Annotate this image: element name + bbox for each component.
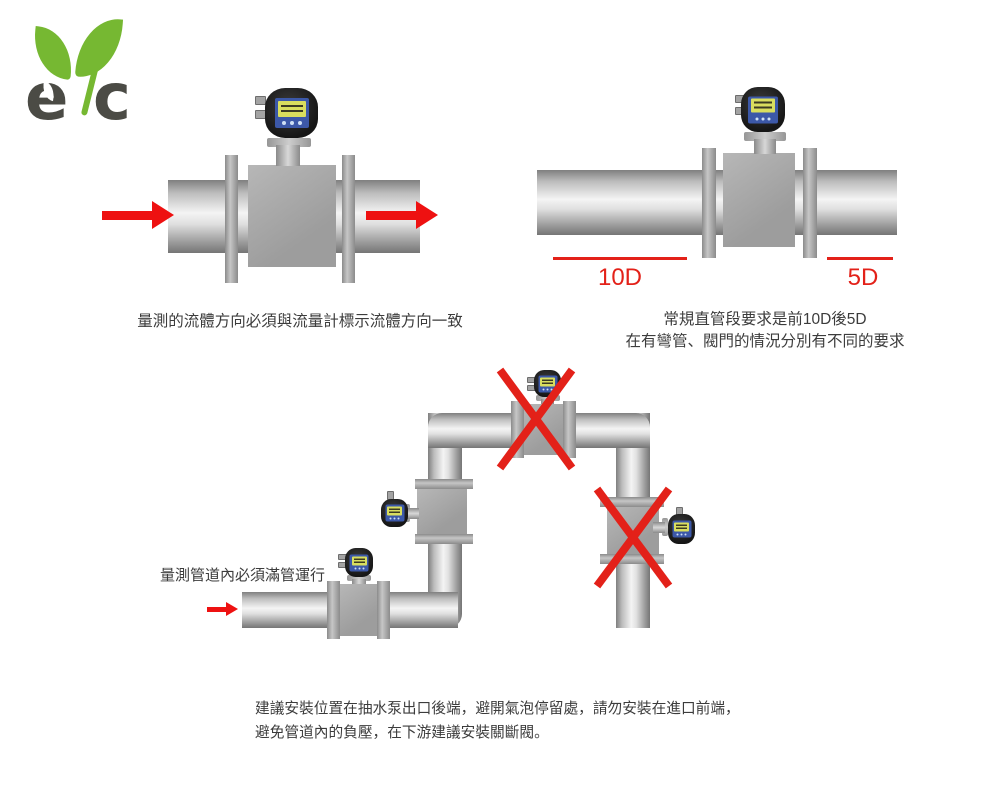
flange bbox=[342, 155, 355, 283]
lcd-display bbox=[751, 98, 775, 112]
lcd-display bbox=[540, 377, 555, 386]
pipe bbox=[537, 170, 897, 235]
eyc-logo: e c bbox=[25, 16, 155, 130]
keypad-buttons bbox=[676, 533, 687, 536]
keypad-panel bbox=[274, 98, 309, 128]
flange bbox=[702, 148, 716, 258]
keypad-buttons bbox=[281, 121, 302, 125]
flange bbox=[600, 554, 664, 564]
prohibited-x-icon bbox=[593, 485, 673, 595]
flowmeter-body bbox=[340, 584, 377, 636]
flange bbox=[563, 401, 576, 458]
keypad-panel bbox=[385, 504, 404, 522]
mounting-neck bbox=[754, 139, 776, 154]
transmitter-head bbox=[265, 88, 318, 138]
flowmeter-body bbox=[723, 153, 795, 247]
note-line-1: 建議安裝位置在抽水泵出口後端，避開氣泡停留處，請勿安裝在進口前端， bbox=[255, 701, 740, 717]
mounting-plate bbox=[662, 518, 668, 536]
caption-full-pipe: 量測管道內必須滿管運行 bbox=[160, 567, 326, 584]
mounting-plate bbox=[267, 138, 311, 147]
figure-flow-direction bbox=[95, 80, 445, 320]
figure-installation-diagram bbox=[0, 360, 1000, 690]
transmitter-head bbox=[345, 548, 373, 577]
flowmeter-body bbox=[417, 489, 467, 534]
flow-arrow-icon bbox=[366, 201, 438, 229]
lcd-display bbox=[387, 506, 402, 516]
flange bbox=[415, 479, 473, 489]
transmitter-head bbox=[741, 87, 785, 132]
note-line-2: 避免管道內的負壓，在下游建議安裝關斷閥。 bbox=[255, 725, 549, 741]
keypad-panel bbox=[748, 96, 778, 123]
prohibited-x-icon bbox=[496, 366, 576, 477]
mounting-neck bbox=[276, 145, 300, 166]
dimension-line-10d bbox=[553, 257, 687, 260]
caption-straight-run-1: 常規直管段要求是前10D後5D bbox=[663, 311, 867, 328]
flange bbox=[415, 534, 473, 544]
label-10d: 10D bbox=[597, 264, 643, 291]
lcd-display bbox=[277, 101, 306, 117]
keypad-buttons bbox=[542, 388, 553, 390]
mounting-plate bbox=[744, 132, 786, 141]
keypad-panel bbox=[672, 520, 691, 538]
logo-letter-c: c bbox=[93, 61, 131, 135]
keypad-panel bbox=[349, 554, 369, 571]
flange bbox=[225, 155, 238, 283]
flange bbox=[803, 148, 817, 258]
lcd-display bbox=[351, 556, 367, 565]
lcd-display bbox=[674, 522, 689, 532]
mounting-neck bbox=[407, 508, 419, 519]
mounting-neck bbox=[653, 522, 665, 533]
flow-arrow-icon bbox=[207, 602, 238, 616]
flange bbox=[327, 581, 340, 639]
flowmeter-body bbox=[248, 165, 336, 267]
figure-straight-run: 10D 5D bbox=[530, 80, 910, 300]
flange bbox=[600, 497, 664, 507]
dimension-line-5d bbox=[827, 257, 893, 260]
caption-flow-direction: 量測的流體方向必須與流量計標示流體方向一致 bbox=[137, 313, 463, 330]
label-5d: 5D bbox=[847, 264, 879, 291]
keypad-buttons bbox=[354, 567, 364, 569]
keypad-buttons bbox=[755, 117, 771, 120]
transmitter-head bbox=[381, 499, 408, 527]
flange bbox=[377, 581, 390, 639]
caption-straight-run-2: 在有彎管、閥門的情況分別有不同的要求 bbox=[625, 333, 905, 350]
keypad-panel bbox=[538, 375, 557, 392]
flow-arrow-icon bbox=[102, 201, 174, 229]
mounting-plate bbox=[347, 575, 371, 581]
keypad-buttons bbox=[389, 517, 400, 520]
transmitter-head bbox=[668, 514, 695, 544]
